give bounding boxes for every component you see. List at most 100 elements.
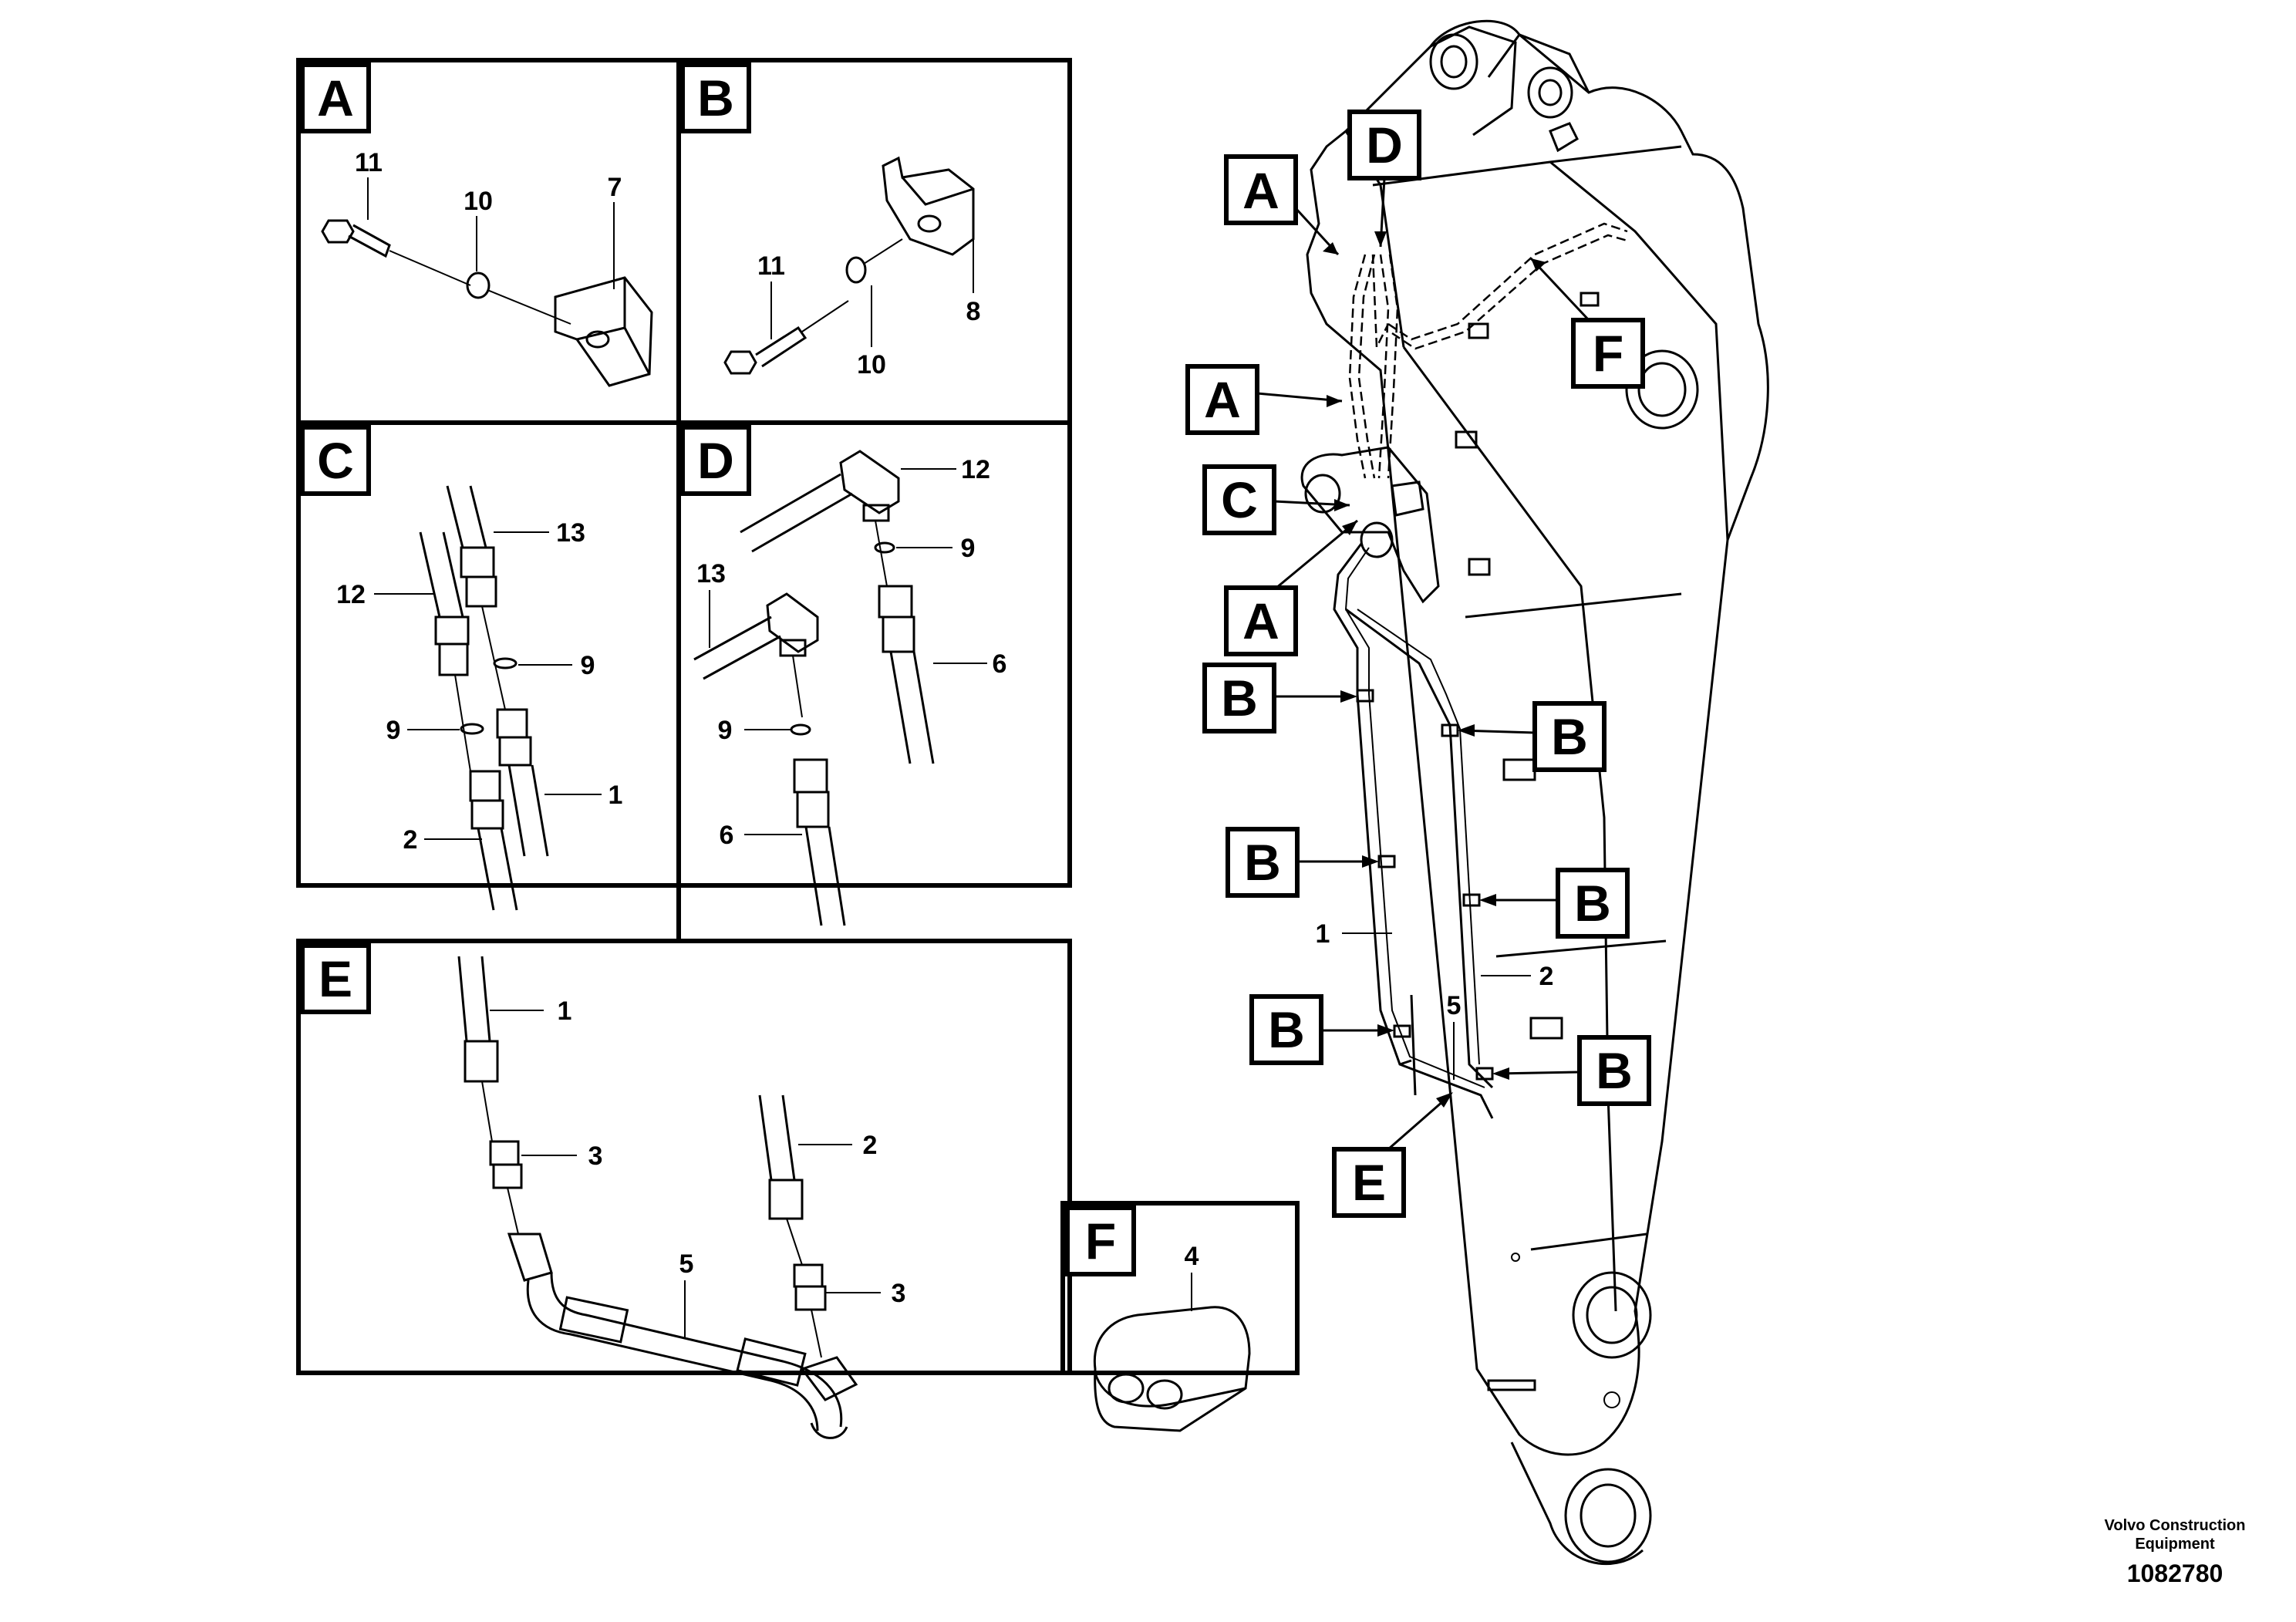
- clamp-block-icon: [882, 156, 975, 256]
- svg-text:10: 10: [464, 187, 493, 216]
- hose-elbow-13-icon: [693, 592, 819, 718]
- svg-text:9: 9: [961, 534, 976, 563]
- panel-label-b: B: [680, 62, 751, 133]
- publisher-credit: Volvo Construction Equipment 1082780: [2052, 1516, 2296, 1588]
- svg-text:2: 2: [863, 1131, 878, 1160]
- svg-text:F: F: [1593, 325, 1623, 382]
- o-ring-icon: [493, 657, 518, 669]
- panel-label-e: E: [300, 943, 371, 1014]
- panel-label-c: C: [300, 425, 371, 496]
- svg-text:13: 13: [696, 559, 726, 588]
- svg-text:B: B: [1551, 708, 1588, 765]
- svg-text:B: B: [1244, 834, 1281, 891]
- svg-text:13: 13: [556, 518, 585, 548]
- hose-13-icon: [446, 485, 506, 710]
- svg-text:C: C: [317, 432, 354, 489]
- washer-icon: [845, 256, 867, 284]
- double-clamp-icon: [1093, 1306, 1251, 1432]
- bolt-icon: [321, 219, 471, 286]
- svg-text:B: B: [1574, 875, 1611, 932]
- callout-a-lower: A: [1224, 519, 1358, 656]
- panel-f-parts: 4: [1093, 1242, 1251, 1432]
- hose-12-icon: [419, 531, 471, 772]
- panel-b-parts: 11 10 8: [723, 156, 981, 379]
- svg-text:9: 9: [386, 716, 401, 745]
- panel-a-parts: 11 10 7: [321, 148, 653, 387]
- bolt-icon: [723, 300, 849, 375]
- svg-text:F: F: [1085, 1212, 1116, 1270]
- drawing-reference-number: 1082780: [2126, 1560, 2224, 1587]
- hose-1-icon: [496, 708, 549, 857]
- svg-text:D: D: [697, 432, 734, 489]
- svg-text:11: 11: [355, 148, 383, 177]
- panel-label-d: D: [680, 425, 751, 496]
- clamp-plate-icon: [554, 276, 653, 387]
- svg-text:E: E: [319, 950, 352, 1007]
- hose-elbow-12-icon: [740, 450, 900, 587]
- svg-text:1: 1: [1316, 919, 1330, 949]
- svg-text:12: 12: [961, 455, 990, 484]
- hose-2-icon: [758, 1094, 804, 1266]
- callout-b-6: B: [1492, 1035, 1651, 1106]
- washer-icon: [466, 271, 491, 299]
- svg-text:9: 9: [718, 716, 733, 745]
- svg-text:A: A: [1242, 162, 1279, 219]
- panel-label-f: F: [1065, 1206, 1136, 1276]
- callout-b-3: B: [1226, 827, 1379, 898]
- svg-text:5: 5: [679, 1249, 694, 1279]
- hose-6-icon: [793, 758, 846, 926]
- svg-text:8: 8: [966, 297, 981, 326]
- svg-text:11: 11: [757, 251, 785, 281]
- hose-1-icon: [457, 956, 499, 1142]
- hose-6-icon: [878, 585, 935, 764]
- callout-a-middle: A: [1185, 364, 1343, 435]
- svg-text:2: 2: [1539, 962, 1554, 991]
- svg-text:A: A: [1204, 371, 1241, 428]
- callout-b-5: B: [1249, 994, 1394, 1065]
- panel-e-parts: 1 2 3 3 5: [457, 956, 906, 1439]
- svg-text:3: 3: [892, 1279, 906, 1308]
- svg-text:4: 4: [1185, 1242, 1199, 1271]
- panel-label-a: A: [300, 62, 371, 133]
- adapter-3-icon: [793, 1263, 827, 1358]
- svg-text:B: B: [697, 69, 734, 126]
- callout-e: E: [1332, 1092, 1453, 1218]
- svg-text:A: A: [1242, 592, 1279, 649]
- detail-panels-frame: [296, 58, 1300, 1375]
- svg-text:7: 7: [608, 173, 622, 202]
- svg-text:6: 6: [993, 649, 1007, 679]
- svg-text:B: B: [1268, 1001, 1305, 1058]
- callout-b-1: B: [1202, 663, 1357, 733]
- svg-text:C: C: [1221, 471, 1258, 528]
- svg-text:9: 9: [581, 651, 595, 680]
- svg-text:1: 1: [609, 781, 623, 810]
- credit-line-2: Equipment: [2135, 1536, 2215, 1553]
- svg-text:B: B: [1596, 1042, 1633, 1099]
- svg-text:12: 12: [336, 580, 366, 609]
- svg-text:6: 6: [720, 821, 734, 850]
- svg-text:E: E: [1352, 1154, 1386, 1211]
- adapter-3-icon: [489, 1140, 523, 1235]
- panel-c-parts: 13 12 9 9 1 2: [336, 485, 623, 911]
- callout-c: C: [1202, 464, 1350, 535]
- callout-f: F: [1529, 257, 1645, 389]
- tube-5-icon: [507, 1233, 858, 1439]
- callout-b-4: B: [1479, 868, 1630, 939]
- callout-a-top: A: [1224, 154, 1340, 256]
- svg-text:B: B: [1221, 669, 1258, 727]
- svg-text:10: 10: [857, 350, 886, 379]
- svg-text:3: 3: [588, 1141, 603, 1171]
- svg-text:2: 2: [403, 825, 418, 855]
- o-ring-icon: [874, 541, 895, 554]
- callout-b-2: B: [1458, 701, 1607, 772]
- boom-drawing: [1300, 19, 1769, 1566]
- callout-d: D: [1347, 110, 1421, 248]
- svg-text:D: D: [1366, 116, 1403, 174]
- o-ring-icon: [460, 723, 484, 735]
- svg-text:1: 1: [558, 996, 572, 1026]
- panel-d-parts: 12 9 13 9 6 6: [693, 450, 1007, 926]
- o-ring-icon: [790, 723, 811, 736]
- credit-line-1: Volvo Construction: [2104, 1517, 2246, 1534]
- svg-text:5: 5: [1447, 991, 1462, 1020]
